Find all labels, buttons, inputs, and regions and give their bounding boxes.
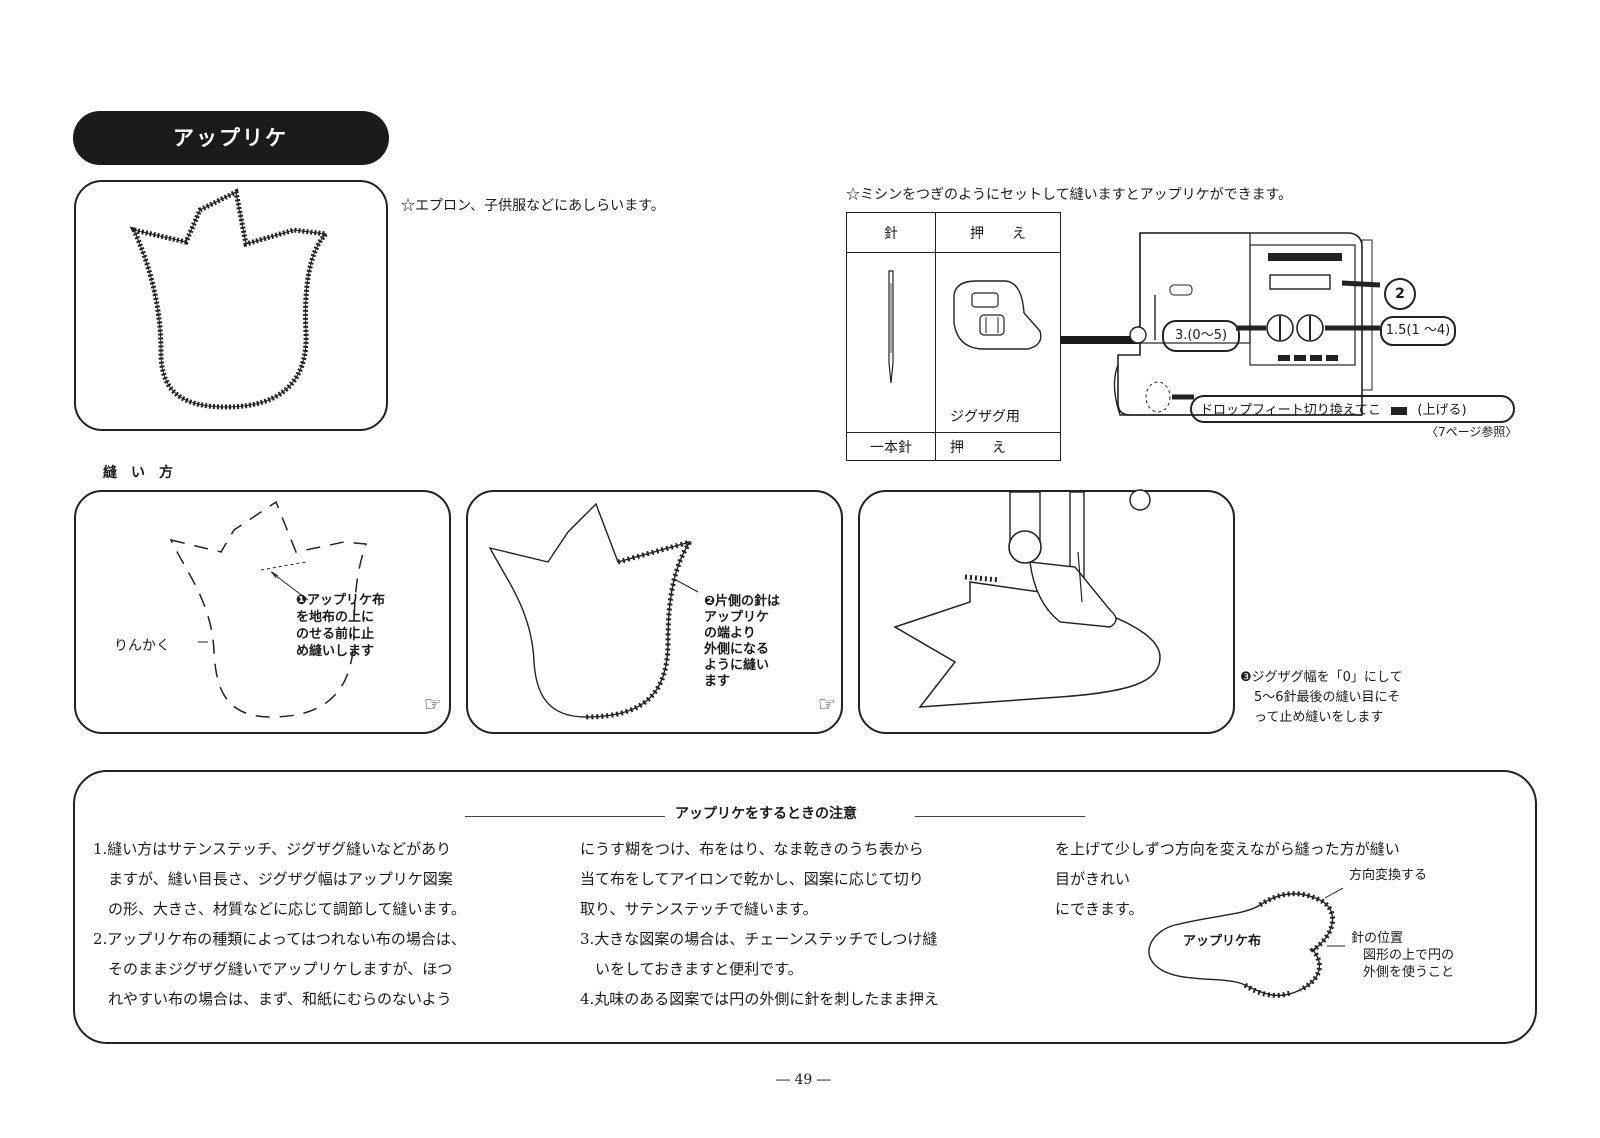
machine-setup-intro: ☆ミシンをつぎのようにセットして縫いますとアップリケができます。 bbox=[846, 187, 1293, 203]
presser-foot-stitching-drawing bbox=[893, 489, 1161, 708]
sewing-machine-illustration bbox=[1113, 232, 1381, 416]
notes-panel: アップリケをするときの注意 1.縫い方はサテンステッチ、ジグザグ縫いなどがあり … bbox=[73, 770, 1537, 1044]
foot-name-2: 押 え bbox=[936, 432, 1060, 460]
zigzag-tulip-drawing bbox=[129, 188, 332, 410]
drop-feed-callout: ドロップフィート切り換えてこ (上げる) bbox=[1190, 395, 1515, 423]
page-number: ― 49 ― bbox=[776, 1072, 831, 1088]
step-2-panel: ❷片側の針は アップリケ の端より 外側になる ように縫い ます ☞ bbox=[466, 490, 843, 734]
foot-connector-line bbox=[1060, 336, 1162, 344]
pointing-hand-icon: ☞ bbox=[818, 692, 836, 716]
half-stitched-tulip bbox=[488, 502, 699, 720]
foot-cell: ジグザグ用 押 え bbox=[935, 252, 1061, 461]
foot-name-1: ジグザグ用 bbox=[950, 409, 1020, 425]
heading-rule-right bbox=[915, 816, 1085, 817]
how-to-heading: 縫 い 方 bbox=[103, 465, 173, 481]
stitch-length-callout: 3.(0～5) bbox=[1162, 320, 1240, 352]
foot-header: 押 え bbox=[935, 212, 1061, 253]
needle-header: 針 bbox=[846, 212, 936, 253]
step-2-text: ❷片側の針は アップリケ の端より 外側になる ように縫い ます bbox=[704, 594, 781, 689]
notes-column-3: を上げて少しずつ方向を変えながら縫った方が縫い 目がきれい にできます。 bbox=[1055, 840, 1400, 918]
pointing-hand-icon: ☞ bbox=[424, 692, 442, 716]
step-1-panel: りんかく ❶アップリケ布 を地布の上に のせる前に止 め縫いします ☞ bbox=[74, 490, 451, 734]
needle-name: 一本針 bbox=[847, 432, 935, 460]
drop-feed-label: ドロップフィート切り換えてこ bbox=[1200, 403, 1382, 418]
notes-column-2: にうす糊をつけ、布をはり、なま乾きのうち表から 当て布をしてアイロンで乾かし、図… bbox=[580, 840, 939, 1008]
direction-change-label: 方向変換する bbox=[1349, 868, 1428, 883]
dial-2-callout: 2 bbox=[1384, 278, 1416, 310]
intro-text: ☆エプロン、子供服などにあしらいます。 bbox=[401, 198, 665, 214]
presser-foot-icon bbox=[953, 280, 1042, 350]
applique-fabric-label: アップリケ布 bbox=[1183, 934, 1262, 949]
tulip-illustration-panel bbox=[74, 180, 388, 431]
curved-applique-diagram bbox=[1148, 887, 1345, 998]
outline-dashed-tulip bbox=[169, 500, 368, 718]
step-1-text: ❶アップリケ布 を地布の上に のせる前に止 め縫いします bbox=[296, 593, 386, 659]
heading-rule-left bbox=[465, 816, 665, 817]
step-3-text: ❸ジグザグ幅を「0」にして 5～6針最後の縫い目にそ って止め縫いをします bbox=[1240, 670, 1403, 725]
page-title: アップリケ bbox=[73, 111, 389, 165]
parts-table: 針 押 え 一本針 ジグザグ用 押 え bbox=[846, 212, 1061, 461]
notes-heading: アップリケをするときの注意 bbox=[675, 806, 857, 822]
notes-column-1: 1.縫い方はサテンステッチ、ジグザグ縫いなどがあり ますが、縫い目長さ、ジグザグ… bbox=[93, 840, 467, 1008]
needle-cell: 一本針 bbox=[846, 252, 936, 461]
zigzag-width-callout: 1.5(1 ～4) bbox=[1380, 316, 1456, 346]
drop-feed-action: (上げる) bbox=[1417, 403, 1467, 418]
feed-dog-icon bbox=[1391, 406, 1408, 415]
page-reference: 〈7ページ参照〉 bbox=[1426, 425, 1518, 439]
step-3-panel bbox=[858, 489, 1235, 734]
needle-position-note: 針の位置 図形の上で円の 外側を使うこと bbox=[1351, 931, 1455, 980]
outline-label: りんかく bbox=[114, 638, 170, 654]
needle-icon bbox=[888, 270, 894, 384]
